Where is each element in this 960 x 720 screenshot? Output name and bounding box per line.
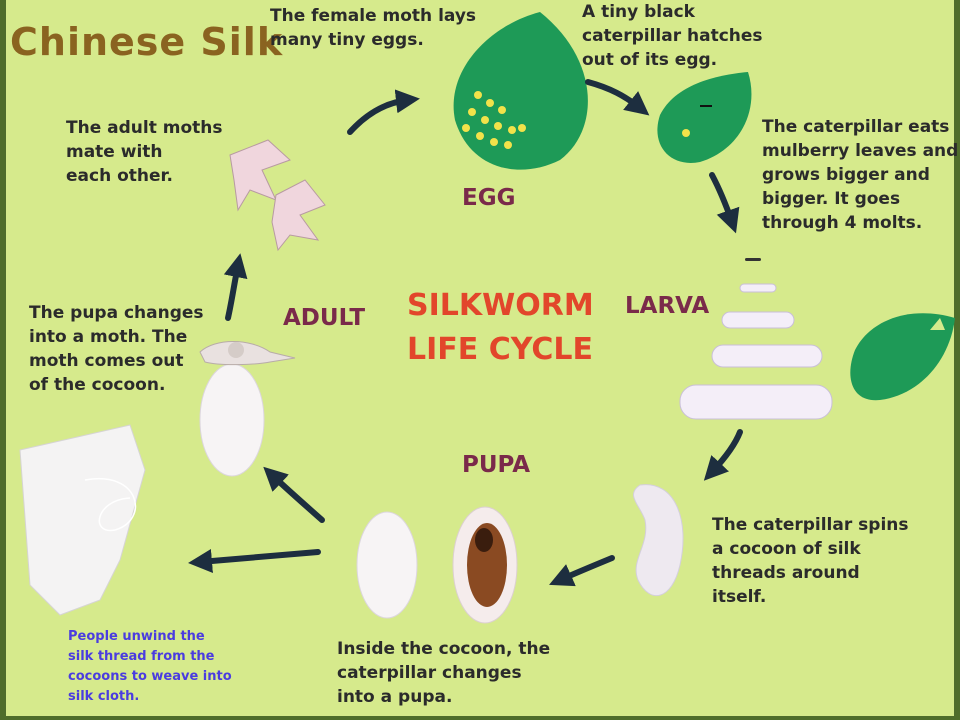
- note-eats: The caterpillar eats mulberry leaves and…: [762, 117, 959, 233]
- stage-label-pupa: PUPA: [462, 452, 531, 478]
- note-pupa-changes: The pupa changes into a moth. The moth c…: [29, 303, 204, 395]
- stage-label-adult: ADULT: [283, 305, 366, 331]
- emerging-moth-cocoon: [199, 341, 296, 477]
- center-title: SILKWORM LIFE CYCLE: [407, 284, 594, 372]
- arrow-egg-to-hatch: [585, 79, 650, 116]
- arrow-moth-to-adult: [223, 253, 248, 321]
- note-adults-mate: The adult moths mate with each other.: [66, 118, 223, 186]
- note-hatch: A tiny black caterpillar hatches out of …: [582, 2, 763, 70]
- spinning-cocoon: [633, 484, 684, 597]
- stage-label-larva: LARVA: [625, 293, 710, 319]
- larva-sizes: [679, 258, 833, 420]
- egg-leaf: [453, 12, 588, 170]
- arrow-spin-to-pupa: [549, 555, 615, 587]
- center-title-line1: SILKWORM: [407, 288, 594, 323]
- arrow-hatch-to-larva: [709, 172, 740, 234]
- note-people-unwind: People unwind the silk thread from the c…: [68, 629, 232, 704]
- adult-moths: [229, 139, 326, 252]
- note-inside: Inside the cocoon, the caterpillar chang…: [337, 639, 551, 707]
- note-female-moth: The female moth lays many tiny eggs.: [270, 6, 477, 50]
- center-title-line2: LIFE CYCLE: [407, 332, 594, 367]
- mulberry-leaf: [850, 313, 955, 401]
- arrow-moth-to-egg: [347, 89, 420, 135]
- stage-label-egg: EGG: [462, 185, 516, 211]
- arrow-cocoon-to-silk: [188, 549, 321, 573]
- silk-thread: [19, 424, 146, 616]
- page-title: Chinese Silk: [10, 20, 284, 64]
- arrow-larva-to-spin: [703, 429, 743, 481]
- frame-left: [0, 0, 6, 720]
- frame-bottom: [0, 716, 960, 720]
- note-spins: The caterpillar spins a cocoon of silk t…: [712, 515, 909, 607]
- opened-cocoon-pupa: [452, 506, 518, 624]
- cocoon: [356, 511, 418, 619]
- eggs: [462, 91, 526, 149]
- hatch-leaf: [657, 72, 752, 163]
- arrow-pupa-to-moth: [263, 466, 325, 523]
- frame-right: [954, 0, 960, 720]
- cycle-arrows: [188, 79, 743, 587]
